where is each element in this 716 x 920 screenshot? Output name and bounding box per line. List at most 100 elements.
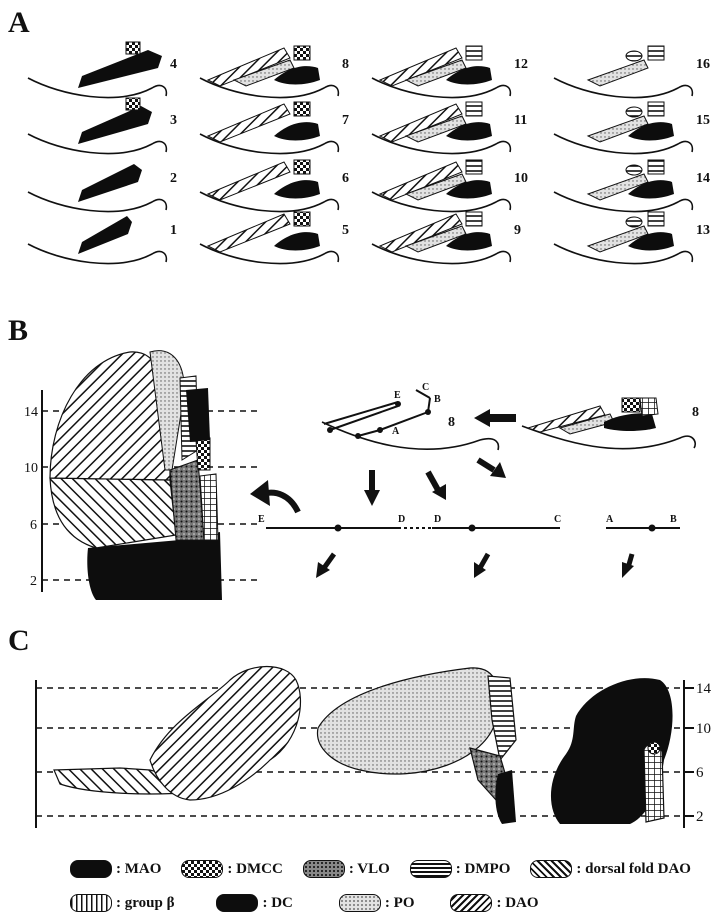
legend-item-dc: : DC	[216, 894, 292, 912]
panel-label-a: A	[8, 6, 30, 40]
mao-swatch	[70, 860, 112, 878]
section-number-11: 11	[514, 113, 527, 128]
section-14: 14	[554, 160, 710, 211]
panel-label-c: C	[8, 624, 30, 658]
b-arrow-diag-1	[428, 472, 438, 490]
b-line2-midpoint	[469, 525, 476, 532]
b-tick-10: 10	[24, 461, 38, 476]
dmcc-region	[648, 46, 664, 60]
section-number-5: 5	[342, 223, 349, 238]
section-number-15: 15	[696, 113, 710, 128]
legend-item-vlo: : VLO	[303, 860, 390, 878]
b-line2-right: C	[554, 514, 561, 525]
section-number-12: 12	[514, 57, 528, 72]
mao-region	[78, 164, 142, 202]
section-outline	[554, 78, 692, 97]
b-line1-midpoint	[335, 525, 342, 532]
section-1: 1	[28, 216, 177, 263]
b-dmcc-region	[196, 438, 210, 470]
b-tick-6: 6	[30, 518, 37, 533]
b-label-a: A	[392, 426, 400, 437]
b-line3-midpoint	[649, 525, 656, 532]
legend-label-group-beta: : group β	[116, 895, 174, 912]
section-number-3: 3	[170, 113, 177, 128]
section-9: 9	[372, 212, 521, 263]
section-6: 6	[200, 160, 349, 211]
b-schematic-outline	[322, 422, 498, 450]
dmcc-region	[294, 102, 310, 116]
legend-label-dmcc: : DMCC	[227, 861, 282, 878]
dmcc-region	[294, 46, 310, 60]
dmcc-swatch	[181, 860, 223, 878]
dao-swatch	[450, 894, 492, 912]
b-line3-right: B	[670, 514, 677, 525]
b-vlo-region	[170, 460, 204, 540]
dmcc-region	[294, 160, 310, 174]
dmcc-region	[648, 212, 664, 226]
dmcc-region	[466, 212, 482, 226]
section-number-10: 10	[514, 171, 528, 186]
dmpo-region	[626, 107, 642, 117]
dmcc-region	[466, 46, 482, 60]
b-section8-mao	[604, 413, 656, 431]
dmcc-region	[294, 212, 310, 226]
section-number-9: 9	[514, 223, 521, 238]
vlo-swatch	[303, 860, 345, 878]
legend-item-dmpo: : DMPO	[410, 860, 511, 878]
legend-row-2: : group β : DC : PO : DAO	[70, 886, 710, 920]
b-dorsal-fold-dao-region	[50, 478, 176, 548]
legend: : MAO : DMCC : VLO : DMPO : dorsal fold …	[70, 852, 710, 920]
section-number-8: 8	[342, 57, 349, 72]
b-label-e: E	[394, 390, 401, 401]
b-line3-left: A	[606, 514, 614, 525]
section-13: 13	[554, 212, 710, 263]
b-tick-14: 14	[24, 405, 38, 420]
section-4: 4	[28, 42, 177, 97]
dmcc-region	[466, 102, 482, 116]
section-12: 12	[372, 46, 528, 97]
legend-label-po: : PO	[385, 895, 415, 912]
section-15: 15	[554, 102, 710, 153]
dmcc-region	[648, 160, 664, 174]
b-schematic-number: 8	[448, 415, 455, 430]
legend-row-1: : MAO : DMCC : VLO : DMPO : dorsal fold …	[70, 852, 710, 886]
b-section8-dmcc	[622, 398, 640, 412]
b-arrow-small-3-head[interactable]	[622, 562, 634, 578]
mao-region	[274, 232, 320, 250]
legend-label-vlo: : VLO	[349, 861, 390, 878]
po-swatch	[339, 894, 381, 912]
dmpo-region	[626, 217, 642, 227]
legend-item-dmcc: : DMCC	[181, 860, 282, 878]
dorsal-fold-dao-swatch	[530, 860, 572, 878]
b-section8-group-beta	[640, 398, 658, 416]
mao-region	[78, 216, 132, 254]
section-7: 7	[200, 102, 349, 153]
panel-b-tick-labels: 14 10 6 2	[24, 405, 38, 589]
dmpo-region	[626, 165, 642, 175]
panel-b	[42, 351, 695, 600]
mao-region	[78, 50, 162, 88]
section-number-6: 6	[342, 171, 349, 186]
po-region	[588, 60, 648, 86]
section-number-14: 14	[696, 171, 710, 186]
c-group-beta-cap	[648, 742, 660, 754]
legend-label-dc: : DC	[262, 895, 292, 912]
panel-c-tick-labels: 14 10 6 2	[696, 681, 712, 825]
c-tick-6: 6	[696, 765, 704, 781]
dmpo-region	[626, 51, 642, 61]
panel-c	[36, 667, 694, 829]
section-8: 8	[200, 46, 349, 97]
b-arrow-down-1-head[interactable]	[364, 490, 380, 506]
b-image-number: 8	[692, 405, 699, 420]
dmcc-region	[126, 98, 140, 110]
b-line1-right: D	[398, 514, 405, 525]
legend-label-mao: : MAO	[116, 861, 161, 878]
c-dc-region	[495, 770, 516, 824]
b-arrow-left[interactable]	[474, 409, 516, 427]
section-5: 5	[200, 212, 349, 263]
b-arrow-small-2	[480, 554, 488, 568]
b-line2-left: D	[434, 514, 441, 525]
section-outline	[554, 244, 692, 263]
b-curved-arrow-head[interactable]	[250, 480, 270, 506]
